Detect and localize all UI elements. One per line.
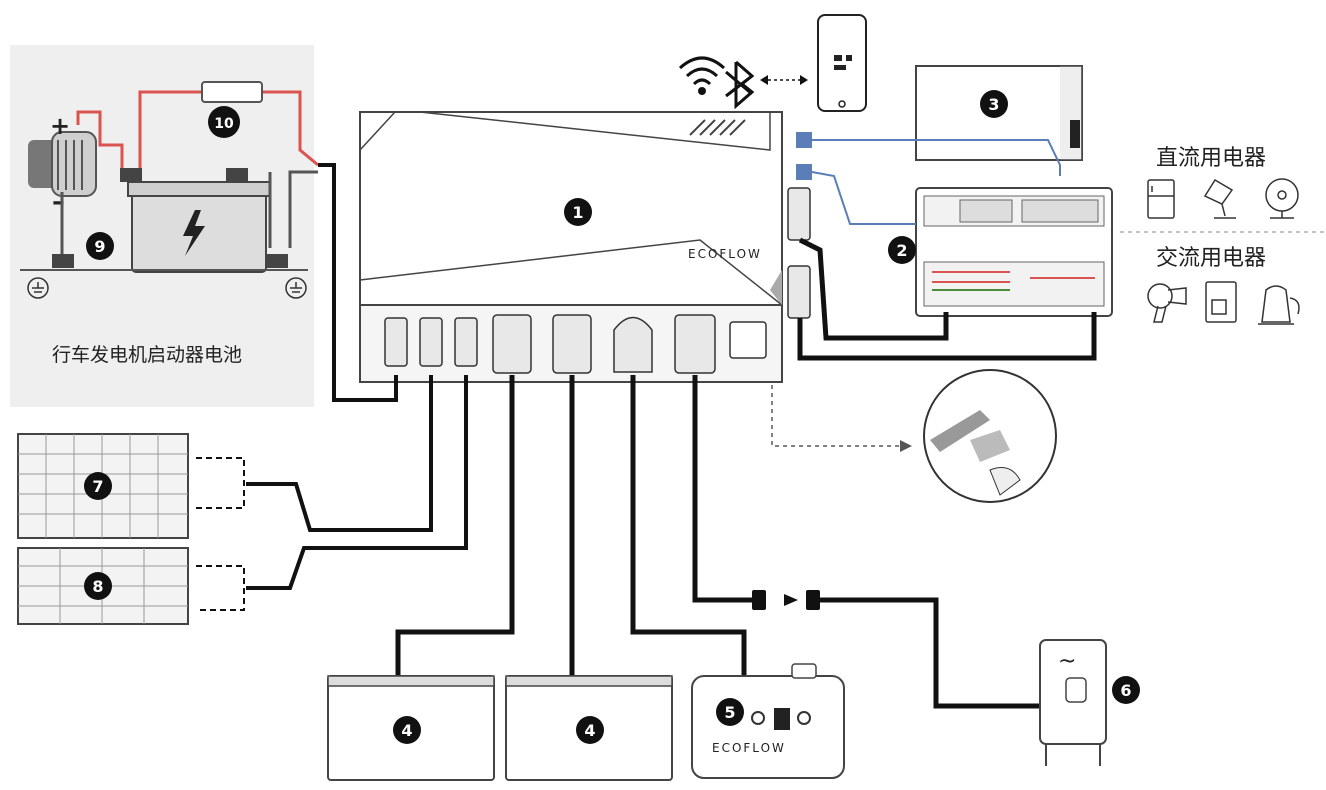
fuse-icon <box>201 81 263 103</box>
marker-4a <box>393 716 421 744</box>
alternator-icon <box>28 131 97 197</box>
blue-cable <box>812 139 1061 176</box>
marker-3 <box>980 90 1008 118</box>
dc-appliances-label: 直流用电器 <box>1156 146 1267 171</box>
cable-solar-8 <box>246 375 468 590</box>
marker-10-text: 10 <box>214 116 234 132</box>
generator-brand: ECOFLOW <box>712 741 786 755</box>
red-cable <box>76 110 124 172</box>
main-unit-brand: ECOFLOW <box>688 247 762 261</box>
marker-4b <box>576 716 604 744</box>
marker-2-text: 2 <box>896 241 907 260</box>
cable-hub-to-box-2 <box>797 312 1097 361</box>
cable-solar-7 <box>246 375 433 532</box>
plus-sign: + <box>50 112 70 140</box>
shore-power-post: ~ <box>1039 639 1107 766</box>
marker-6 <box>1112 676 1140 704</box>
marker-9-text: 9 <box>94 237 105 256</box>
lightning-icon <box>183 210 205 256</box>
cable-battery-a <box>395 375 515 676</box>
red-cable-fuse <box>138 90 319 172</box>
dashed-pointer <box>771 385 902 447</box>
fridge-icon <box>1147 179 1175 219</box>
blue-cable-2 <box>811 171 916 225</box>
svg-text:~: ~ <box>1058 649 1076 674</box>
marker-7-text: 7 <box>92 477 103 496</box>
ground-icon-2 <box>285 277 307 299</box>
cable-shore <box>692 375 752 603</box>
marker-2 <box>888 236 916 264</box>
ground-icon <box>27 277 49 299</box>
marker-1 <box>564 198 592 226</box>
hair-dryer-icon <box>1147 283 1187 323</box>
kettle-icon <box>1258 285 1300 325</box>
fan-icon <box>1265 178 1299 219</box>
marker-7 <box>84 472 112 500</box>
distribution-box <box>915 187 1113 317</box>
lamp-icon <box>1203 178 1236 219</box>
starter-battery <box>120 168 271 273</box>
marker-4b-text: 4 <box>584 721 595 740</box>
switch-detail-icon <box>923 369 1057 503</box>
marker-5 <box>716 698 744 726</box>
ac-appliances-label: 交流用电器 <box>1156 246 1267 271</box>
marker-8 <box>84 572 112 600</box>
cable-generator <box>630 375 747 676</box>
marker-1-text: 1 <box>572 203 583 222</box>
cable-shore-2 <box>820 597 1040 709</box>
marker-5-text: 5 <box>724 703 735 722</box>
marker-4a-text: 4 <box>401 721 412 740</box>
plug-icon <box>752 590 766 610</box>
cable-alternator <box>318 163 398 402</box>
cable-hub-to-box <box>798 237 949 341</box>
alternator-panel-label: 行车发电机启动器电池 <box>52 344 243 366</box>
bluetooth-icon <box>725 60 755 110</box>
wifi-icon <box>678 56 726 86</box>
marker-3-text: 3 <box>988 95 999 114</box>
coffee-machine-icon <box>1205 281 1237 323</box>
marker-10 <box>208 106 240 138</box>
generator <box>691 663 845 779</box>
marker-9 <box>86 232 114 260</box>
marker-8-text: 8 <box>92 577 103 596</box>
port-row <box>384 314 767 374</box>
marker-6-text: 6 <box>1120 681 1131 700</box>
phone-icon <box>817 14 867 112</box>
